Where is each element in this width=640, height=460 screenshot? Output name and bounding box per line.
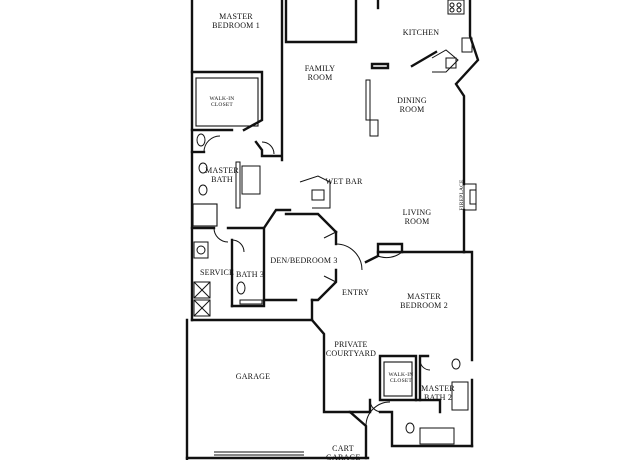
room-label-walk-in-closet-1: WALK-IN CLOSET [209, 96, 235, 108]
room-label-dining-room: DINING ROOM [397, 96, 427, 114]
exterior-walls [185, 0, 480, 460]
room-label-master-bedroom-2: MASTER BEDROOM 2 [400, 292, 448, 310]
room-label-fireplace: FIREPLACE [459, 179, 465, 211]
room-label-kitchen: KITCHEN [402, 28, 440, 37]
room-label-master-bath: MASTER BATH [205, 166, 239, 184]
room-label-wet-bar: WET BAR [325, 177, 363, 186]
room-label-walk-in-closet-2: WALK-IN CLOSET [388, 372, 414, 384]
room-label-cart-garage: CART GARAGE [326, 444, 361, 460]
room-label-service: SERVICE [200, 268, 235, 277]
room-label-den-bedroom-3: DEN/BEDROOM 3 [270, 256, 338, 265]
interior-walls [190, 50, 474, 460]
room-label-master-bath-2: MASTER BATH 2 [421, 384, 455, 402]
room-label-garage: GARAGE [235, 372, 271, 381]
room-label-family-room: FAMILY ROOM [304, 64, 336, 82]
fixtures [192, 0, 477, 456]
room-label-entry: ENTRY [342, 288, 370, 297]
room-label-bath-3: BATH 3 [236, 270, 265, 279]
room-label-living-room: LIVING ROOM [402, 208, 432, 226]
room-label-master-bedroom-1: MASTER BEDROOM 1 [212, 12, 260, 30]
room-label-private-courtyard: PRIVATE COURTYARD [325, 340, 377, 358]
doors [203, 135, 431, 427]
